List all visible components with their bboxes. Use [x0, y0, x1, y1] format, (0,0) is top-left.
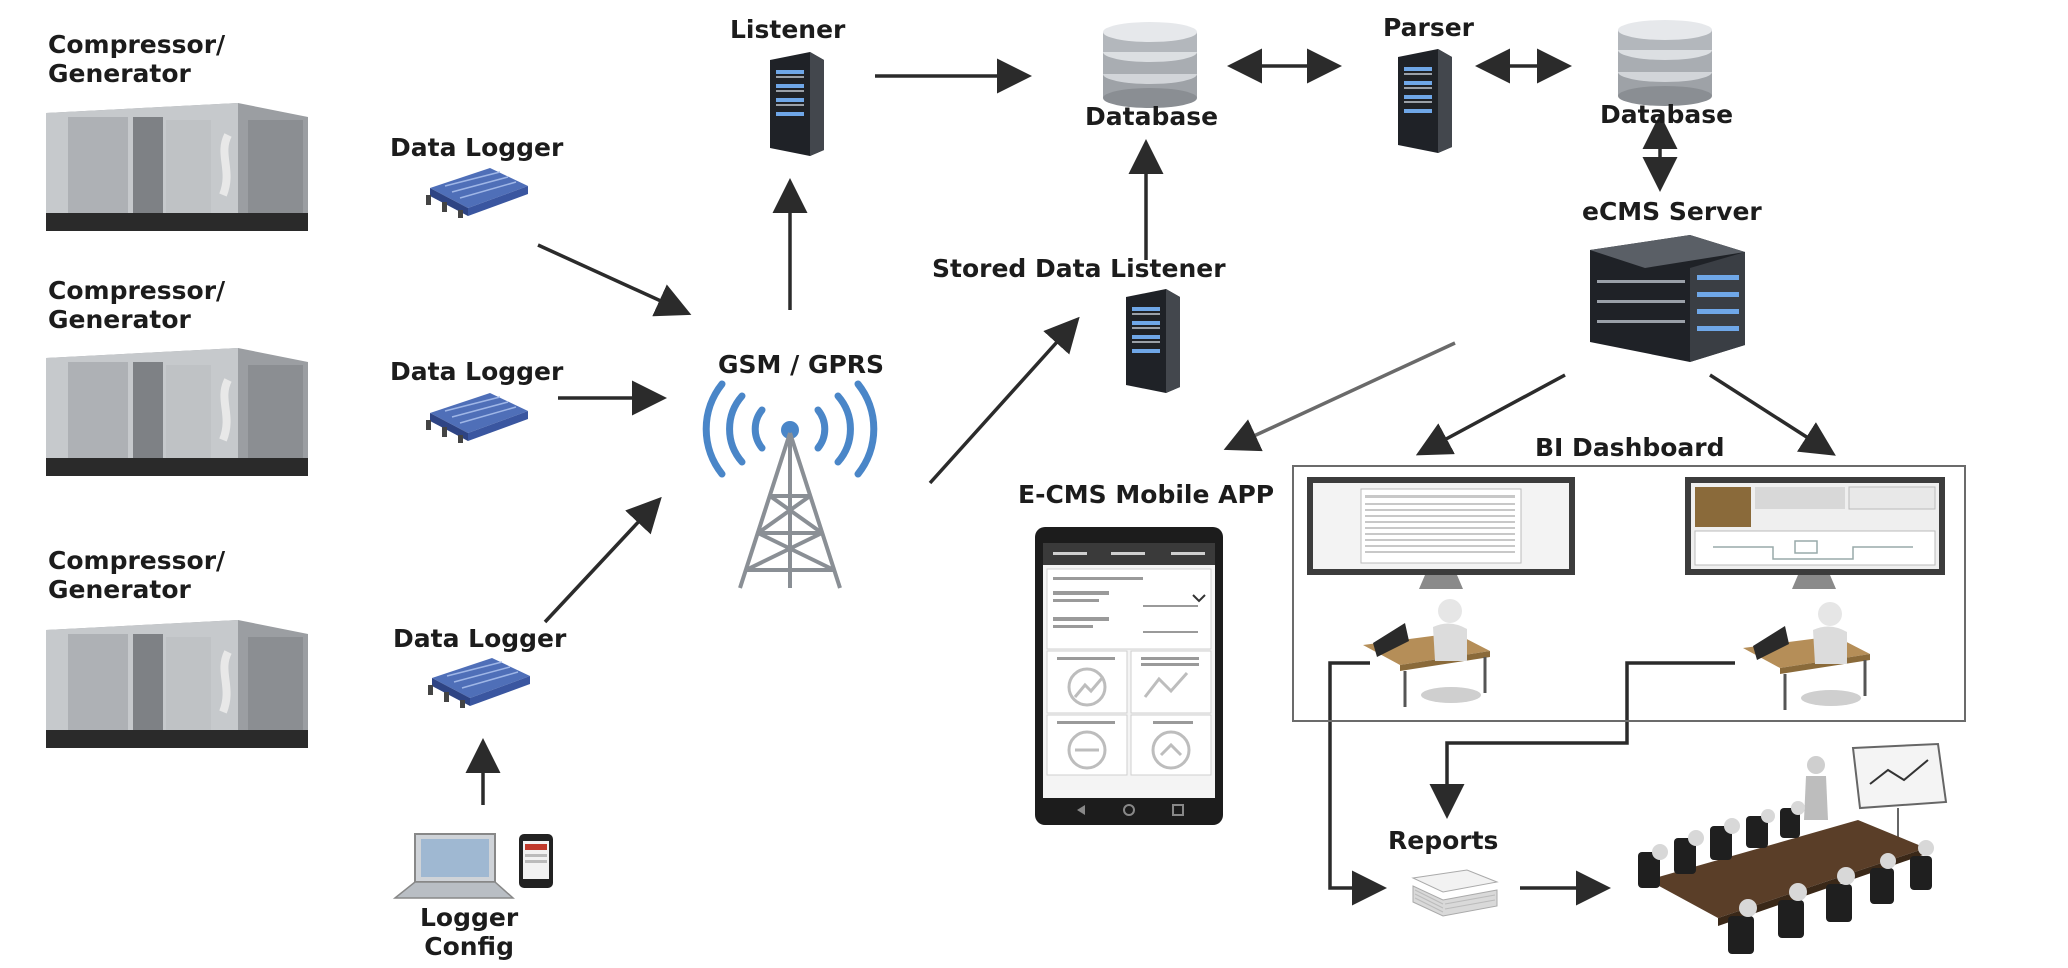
arrow-gsm-stored — [928, 316, 1080, 485]
compressor-unit-icon — [46, 348, 308, 476]
data-logger-icon — [426, 393, 528, 443]
database-cylinder-icon — [1618, 20, 1712, 106]
report-stack-icon — [1411, 869, 1499, 917]
bi-dashboard-frame — [1292, 465, 1966, 722]
reports-label: Reports — [1388, 826, 1499, 855]
server-rack-icon — [1398, 49, 1452, 153]
arrow-logger1-gsm — [537, 243, 692, 317]
data-logger-label-3: Data Logger — [393, 624, 567, 653]
ecms-server-label: eCMS Server — [1582, 197, 1762, 226]
data-logger-label-2: Data Logger — [390, 357, 564, 386]
arrow-server-bi-right — [1709, 373, 1836, 456]
arrow-bi-reports — [1328, 661, 1387, 906]
smartphone-app-icon — [1035, 527, 1223, 825]
server-rack-icon — [1590, 235, 1745, 362]
mobile-app-label: E-CMS Mobile APP — [1018, 480, 1275, 509]
bi-dashboard-label: BI Dashboard — [1535, 433, 1725, 462]
monitor-icon — [1685, 477, 1945, 589]
arrow-server-mobile — [1223, 341, 1456, 452]
compressor-label-2: Compressor/Generator — [48, 276, 226, 334]
desk-worker-icon — [1363, 599, 1490, 707]
database-cylinder-icon — [1103, 22, 1197, 108]
parser-label: Parser — [1383, 13, 1475, 42]
listener-label: Listener — [730, 15, 846, 44]
gsm-gprs-label: GSM / GPRS — [718, 350, 885, 379]
server-rack-icon — [770, 52, 824, 156]
server-rack-icon — [1126, 289, 1180, 393]
compressor-unit-icon — [46, 103, 308, 231]
cell-tower-icon — [702, 380, 878, 589]
compressor-unit-icon — [46, 620, 308, 748]
data-logger-icon — [428, 658, 530, 708]
database-2-label: Database — [1600, 100, 1734, 129]
data-logger-label-1: Data Logger — [390, 133, 564, 162]
arrow-server-bi-left — [1415, 373, 1566, 456]
monitor-icon — [1307, 477, 1575, 589]
desk-worker-icon — [1743, 602, 1870, 710]
meeting-room-icon — [1638, 742, 1948, 954]
arrow-bi-meeting — [1429, 661, 1735, 819]
data-logger-icon — [426, 168, 528, 218]
laptop-icon — [392, 833, 515, 899]
compressor-label-3: Compressor/Generator — [48, 546, 226, 604]
phone-icon — [519, 834, 553, 888]
arrow-logger3-gsm — [543, 496, 662, 624]
compressor-label-1: Compressor/Generator — [48, 30, 226, 88]
database-1-label: Database — [1085, 102, 1219, 131]
stored-data-listener-label: Stored Data Listener — [932, 254, 1226, 283]
